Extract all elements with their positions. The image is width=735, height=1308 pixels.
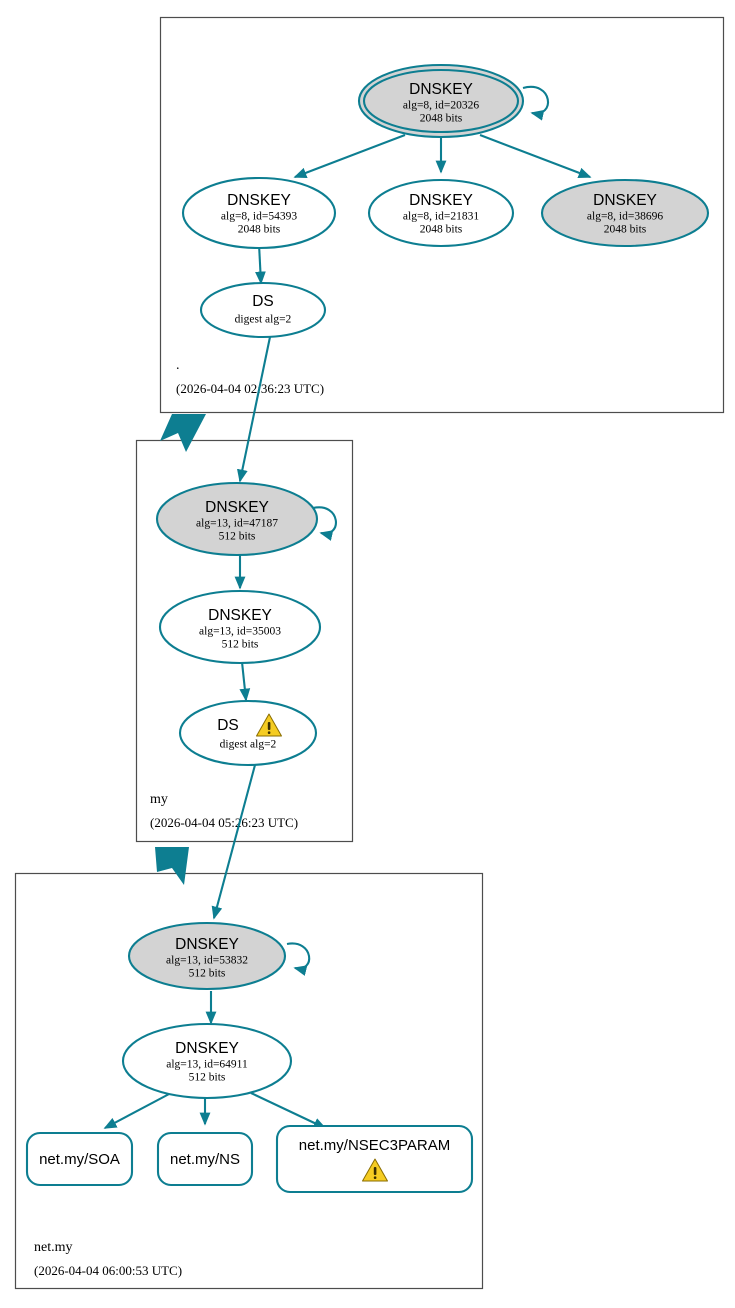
node-my-zsk-ellipse <box>158 589 322 665</box>
node-netmy-ksk-size: 512 bits <box>189 968 226 980</box>
rrset-net-my-nsec3param[interactable]: net.my/NSEC3PARAM <box>275 1124 474 1194</box>
node-my-ksk-alg: alg=13, id=47187 <box>196 518 278 530</box>
node-my-ksk-title: DNSKEY <box>205 499 269 516</box>
node-root-zsk-38696-ellipse <box>540 178 710 248</box>
node-root-ksk-inner-ellipse <box>362 68 520 134</box>
edge-netmy-ksk-self-signature <box>286 942 311 976</box>
node-root-zsk-21831[interactable]: DNSKEY alg=8, id=21831 2048 bits <box>367 178 515 248</box>
node-root-zsk-38696-title: DNSKEY <box>593 192 657 209</box>
node-netmy-ksk-ellipse <box>127 921 287 991</box>
node-root-zsk-21831-size: 2048 bits <box>420 224 463 236</box>
node-root-ksk[interactable]: DNSKEY alg=8, id=20326 2048 bits <box>357 63 525 139</box>
node-root-zsk-38696-size: 2048 bits <box>604 224 647 236</box>
edge-root-ksk-to-zsk-38696 <box>479 134 592 179</box>
delegation-arrow-root-to-my <box>160 414 206 452</box>
zone-cluster-netmy: net.my (2026-04-04 06:00:53 UTC) DNSKEY … <box>14 764 484 1290</box>
edge-netmy-zsk-to-nsec3param <box>250 1092 327 1129</box>
node-netmy-ksk[interactable]: DNSKEY alg=13, id=53832 512 bits <box>127 921 287 991</box>
node-my-zsk-size: 512 bits <box>222 639 259 651</box>
node-netmy-zsk-alg: alg=13, id=64911 <box>166 1059 248 1071</box>
rrset-net-my-soa-box <box>25 1131 134 1187</box>
node-netmy-zsk-size: 512 bits <box>189 1072 226 1084</box>
node-netmy-zsk-ellipse <box>121 1022 293 1100</box>
edge-netmy-zsk-to-soa <box>103 1092 172 1129</box>
node-root-ksk-alg: alg=8, id=20326 <box>403 100 479 112</box>
node-my-ds[interactable]: DS digest alg=2 <box>178 699 318 767</box>
node-my-zsk-title: DNSKEY <box>208 607 272 624</box>
rrset-net-my-ns-box <box>156 1131 254 1187</box>
node-my-ds-ellipse <box>178 699 318 767</box>
zone-label-netmy: net.my <box>34 1240 73 1255</box>
zone-cluster-my: my (2026-04-04 05:26:23 UTC) DNSKEY alg=… <box>135 336 354 843</box>
node-netmy-ksk-title: DNSKEY <box>175 936 239 953</box>
zone-timestamp-root: (2026-04-04 02:36:23 UTC) <box>176 381 324 396</box>
rrset-net-my-ns[interactable]: net.my/NS <box>156 1131 254 1187</box>
node-root-ds-digest: digest alg=2 <box>235 314 292 326</box>
node-netmy-zsk-title: DNSKEY <box>175 1040 239 1057</box>
zone-timestamp-netmy: (2026-04-04 06:00:53 UTC) <box>34 1263 182 1278</box>
zone-timestamp-my: (2026-04-04 05:26:23 UTC) <box>150 815 298 830</box>
node-root-ds-ellipse <box>199 281 327 339</box>
rrset-net-my-soa[interactable]: net.my/SOA <box>25 1131 134 1187</box>
warning-icon <box>256 713 282 737</box>
node-root-ksk-ellipse <box>357 63 525 139</box>
node-root-zsk-21831-title: DNSKEY <box>409 192 473 209</box>
rrset-net-my-nsec3param-label: net.my/NSEC3PARAM <box>299 1137 450 1154</box>
node-root-ksk-title: DNSKEY <box>409 81 473 98</box>
node-root-zsk-54393[interactable]: DNSKEY alg=8, id=54393 2048 bits <box>181 176 337 250</box>
node-root-zsk-54393-alg: alg=8, id=54393 <box>221 211 297 223</box>
node-root-zsk-38696[interactable]: DNSKEY alg=8, id=38696 2048 bits <box>540 178 710 248</box>
node-my-ds-digest: digest alg=2 <box>220 739 277 751</box>
node-my-ksk[interactable]: DNSKEY alg=13, id=47187 512 bits <box>155 481 319 557</box>
node-netmy-ksk-alg: alg=13, id=53832 <box>166 955 248 967</box>
node-root-ksk-size: 2048 bits <box>420 113 463 125</box>
delegation-arrow-my-to-netmy <box>155 847 189 885</box>
node-root-zsk-21831-ellipse <box>367 178 515 248</box>
node-my-ksk-size: 512 bits <box>219 531 256 543</box>
edge-root-ksk-self-signature <box>522 85 549 121</box>
edge-my-zsk-to-ds <box>239 661 251 702</box>
zone-label-my: my <box>150 792 168 807</box>
node-root-ds[interactable]: DS digest alg=2 <box>199 281 327 339</box>
node-root-zsk-21831-alg: alg=8, id=21831 <box>403 211 479 223</box>
node-root-zsk-54393-ellipse <box>181 176 337 250</box>
node-my-zsk-alg: alg=13, id=35003 <box>199 626 281 638</box>
node-root-zsk-54393-title: DNSKEY <box>227 192 291 209</box>
node-netmy-zsk[interactable]: DNSKEY alg=13, id=64911 512 bits <box>121 1022 293 1100</box>
node-root-zsk-38696-alg: alg=8, id=38696 <box>587 211 663 223</box>
edge-my-ksk-self-signature <box>312 506 337 541</box>
node-my-zsk[interactable]: DNSKEY alg=13, id=35003 512 bits <box>158 589 322 665</box>
edge-root-ksk-to-zsk-54393 <box>293 134 406 179</box>
node-root-zsk-54393-size: 2048 bits <box>238 224 281 236</box>
rrset-net-my-ns-label: net.my/NS <box>170 1151 240 1168</box>
node-root-ds-title: DS <box>252 293 274 310</box>
warning-icon <box>362 1158 388 1182</box>
edge-my-ds-to-netmy-ksk <box>211 764 257 920</box>
node-my-ksk-ellipse <box>155 481 319 557</box>
edge-root-ds-to-my-ksk <box>237 336 272 483</box>
zone-label-root: . <box>176 358 180 373</box>
rrset-net-my-soa-label: net.my/SOA <box>39 1151 120 1168</box>
edge-root-zsk-to-ds <box>254 243 266 285</box>
node-my-ds-title: DS <box>217 717 239 734</box>
zone-cluster-root: . (2026-04-04 02:36:23 UTC) DNSKEY alg=8… <box>159 16 725 414</box>
